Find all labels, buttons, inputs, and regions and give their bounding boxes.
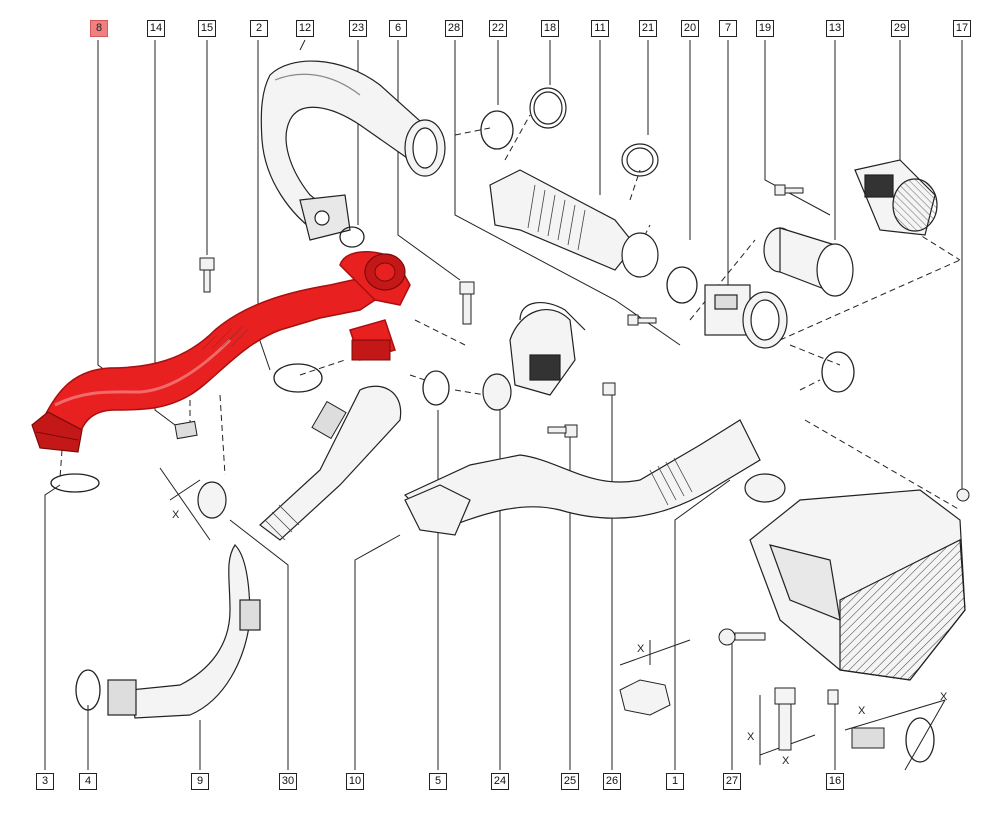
part-27-bolt[interactable] — [718, 628, 766, 646]
callout-29[interactable]: 29 — [891, 20, 909, 37]
callout-11[interactable]: 11 — [591, 20, 609, 37]
callout-24[interactable]: 24 — [491, 773, 509, 790]
callout-17[interactable]: 17 — [953, 20, 971, 37]
part-21-clamp[interactable] — [621, 143, 659, 177]
part-5-seal[interactable] — [422, 370, 450, 406]
part-7-meter[interactable] — [704, 284, 788, 349]
detail-bolt[interactable] — [774, 687, 796, 751]
callout-15[interactable]: 15 — [198, 20, 216, 37]
detail-seal[interactable] — [905, 717, 935, 763]
dimension-x-label: X — [172, 509, 180, 521]
part-30-hose[interactable] — [197, 385, 402, 541]
callout-22[interactable]: 22 — [489, 20, 507, 37]
part-23-seal[interactable] — [339, 226, 365, 248]
part-16-grommet[interactable] — [827, 689, 839, 705]
callout-14[interactable]: 14 — [147, 20, 165, 37]
callout-7[interactable]: 7 — [719, 20, 737, 37]
part-6-bolt[interactable] — [459, 281, 475, 325]
callout-1[interactable]: 1 — [666, 773, 684, 790]
assembly-guides — [59, 114, 961, 511]
part-14-clip[interactable] — [174, 420, 198, 440]
callout-21[interactable]: 21 — [639, 20, 657, 37]
callout-26[interactable]: 26 — [603, 773, 621, 790]
callout-27[interactable]: 27 — [723, 773, 741, 790]
dimension-x-label: X — [782, 755, 790, 767]
part-3-seal[interactable] — [50, 473, 100, 493]
part-7-screw[interactable] — [627, 314, 657, 326]
part-30-sensor[interactable] — [311, 400, 347, 440]
part-13-sleeve[interactable] — [763, 227, 854, 297]
callout-6[interactable]: 6 — [389, 20, 407, 37]
callout-10[interactable]: 10 — [346, 773, 364, 790]
part-11-hose[interactable] — [489, 169, 659, 278]
callout-3[interactable]: 3 — [36, 773, 54, 790]
callout-20[interactable]: 20 — [681, 20, 699, 37]
callout-12[interactable]: 12 — [296, 20, 314, 37]
part-26-nut[interactable] — [602, 382, 616, 396]
air-filter-box[interactable] — [749, 489, 966, 681]
part-24-body[interactable] — [482, 302, 586, 411]
part-22-seal[interactable] — [480, 110, 514, 150]
dimension-labels: X X X X X X — [172, 509, 948, 767]
part-18-clamp[interactable] — [529, 87, 567, 129]
detail-nut[interactable] — [619, 679, 671, 716]
callout-25[interactable]: 25 — [561, 773, 579, 790]
callout-28[interactable]: 28 — [445, 20, 463, 37]
callout-13[interactable]: 13 — [826, 20, 844, 37]
dimension-x-label: X — [940, 691, 948, 703]
dimension-x-label: X — [637, 643, 645, 655]
callout-23[interactable]: 23 — [349, 20, 367, 37]
part-8-duct[interactable] — [31, 251, 411, 453]
dimension-x-label: X — [858, 705, 866, 717]
callout-2[interactable]: 2 — [250, 20, 268, 37]
leader-lines — [44, 39, 963, 770]
part-2-seal[interactable] — [273, 363, 323, 393]
callout-9[interactable]: 9 — [191, 773, 209, 790]
part-25-bolt[interactable] — [547, 424, 578, 438]
part-1-hose[interactable] — [403, 419, 786, 531]
callout-4[interactable]: 4 — [79, 773, 97, 790]
part-4-seal[interactable] — [75, 669, 101, 711]
part-12-pipe[interactable] — [260, 60, 431, 241]
part-13-seal[interactable] — [821, 351, 855, 393]
part-29-cap[interactable] — [854, 159, 938, 236]
callout-18[interactable]: 18 — [541, 20, 559, 37]
part-10-bracket[interactable] — [404, 484, 471, 536]
callout-8[interactable]: 8 — [90, 20, 108, 37]
part-9-hose[interactable] — [107, 544, 261, 719]
dimension-x-label: X — [747, 731, 755, 743]
part-20-seal[interactable] — [666, 266, 698, 304]
callout-30[interactable]: 30 — [279, 773, 297, 790]
part-19-screw[interactable] — [774, 184, 804, 196]
callout-19[interactable]: 19 — [756, 20, 774, 37]
detail-clip[interactable] — [851, 727, 885, 749]
part-17-nut[interactable] — [956, 488, 970, 502]
callout-5[interactable]: 5 — [429, 773, 447, 790]
part-6-coupler[interactable] — [404, 119, 446, 177]
callout-16[interactable]: 16 — [826, 773, 844, 790]
part-15-bolt[interactable] — [199, 257, 215, 293]
